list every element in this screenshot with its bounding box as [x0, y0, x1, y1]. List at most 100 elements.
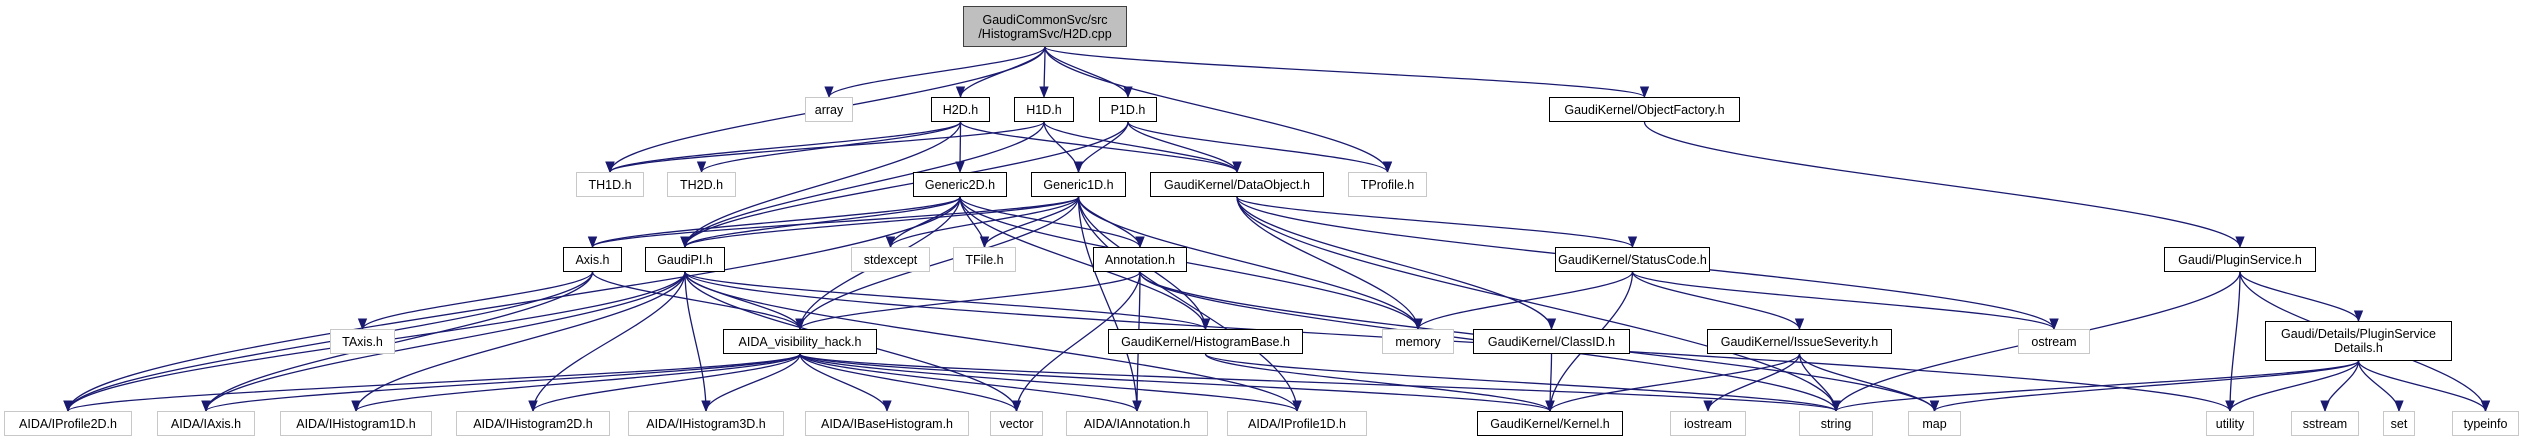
edge-generic2d-to-annotation: [959, 196, 1145, 249]
node-utility[interactable]: utility: [2206, 411, 2254, 436]
node-gaudipi[interactable]: GaudiPI.h: [645, 247, 725, 272]
edge-generic1d-to-vishack: [795, 196, 1080, 331]
node-kernel[interactable]: GaudiKernel/Kernel.h: [1477, 411, 1623, 436]
edge-vishack-to-iprofile2d: [63, 353, 801, 413]
edge-generic1d-to-gaudipi: [680, 196, 1080, 249]
edge-generic1d-to-tfile: [979, 196, 1080, 249]
node-axis[interactable]: Axis.h: [563, 247, 622, 272]
edge-generic2d-to-memory: [959, 196, 1423, 331]
edge-objfactory-to-pluginservice: [1643, 121, 2245, 249]
node-iprofile2d[interactable]: AIDA/IProfile2D.h: [4, 411, 132, 436]
edge-h2d-to-th1d: [605, 121, 962, 174]
edge-axis-to-iaxis: [201, 271, 594, 413]
node-label: /HistogramSvc/H2D.cpp: [978, 26, 1112, 41]
edge-statuscode-to-ostream: [1631, 271, 2059, 331]
node-label: Axis.h: [575, 252, 610, 267]
node-tprofile[interactable]: TProfile.h: [1348, 172, 1427, 197]
edge-root-to-tprofile: [1044, 46, 1393, 174]
edge-histobase-to-kernel: [1204, 353, 1555, 413]
node-sstream[interactable]: sstream: [2291, 411, 2359, 436]
node-root[interactable]: GaudiCommonSvc/src/HistogramSvc/H2D.cpp: [963, 6, 1127, 47]
edge-h1d-to-generic1d: [1043, 121, 1084, 174]
node-classid[interactable]: GaudiKernel/ClassID.h: [1473, 329, 1630, 354]
node-set[interactable]: set: [2383, 411, 2415, 436]
node-label: Gaudi/Details/PluginService: [2281, 327, 2436, 341]
node-iostream[interactable]: iostream: [1670, 411, 1746, 436]
edge-vishack-to-vector: [799, 353, 1022, 413]
node-annotation[interactable]: Annotation.h: [1093, 247, 1187, 272]
node-th2d[interactable]: TH2D.h: [667, 172, 736, 197]
node-statuscode[interactable]: GaudiKernel/StatusCode.h: [1555, 247, 1710, 272]
node-ostream[interactable]: ostream: [2018, 329, 2090, 354]
node-label: Details.h: [2334, 341, 2383, 355]
edge-root-to-p1d: [1044, 46, 1133, 99]
node-label: GaudiKernel/ClassID.h: [1487, 334, 1616, 349]
edge-gaudipi-to-ihisto2d: [528, 271, 686, 413]
node-th1d[interactable]: TH1D.h: [576, 172, 644, 197]
node-label: memory: [1395, 334, 1441, 349]
edge-psdetails-to-set: [2357, 360, 2404, 413]
edge-generic2d-to-histobase: [959, 196, 1211, 331]
node-label: sstream: [2302, 416, 2348, 431]
edge-gaudipi-to-utility: [684, 271, 2235, 413]
node-map[interactable]: map: [1908, 411, 1961, 436]
node-ihisto3d[interactable]: AIDA/IHistogram3D.h: [628, 411, 784, 436]
edge-issueseverity-to-kernel: [1545, 353, 1801, 413]
node-iannotation[interactable]: AIDA/IAnnotation.h: [1066, 411, 1208, 436]
node-ibasehisto[interactable]: AIDA/IBaseHistogram.h: [805, 411, 969, 436]
node-h2d[interactable]: H2D.h: [931, 97, 990, 122]
node-tfile[interactable]: TFile.h: [953, 247, 1016, 272]
node-ihisto2d[interactable]: AIDA/IHistogram2D.h: [456, 411, 610, 436]
node-label: AIDA/IAxis.h: [170, 416, 242, 431]
node-generic1d[interactable]: Generic1D.h: [1031, 172, 1126, 197]
node-label: AIDA/IHistogram1D.h: [296, 416, 416, 431]
edge-h1d-to-dataobject: [1043, 121, 1242, 174]
node-generic2d[interactable]: Generic2D.h: [913, 172, 1007, 197]
node-pluginservice[interactable]: Gaudi/PluginService.h: [2164, 247, 2316, 272]
node-label: TFile.h: [965, 252, 1004, 267]
node-stdexcept[interactable]: stdexcept: [851, 247, 930, 272]
node-label: GaudiPI.h: [657, 252, 713, 267]
node-label: set: [2390, 416, 2408, 431]
node-label: AIDA_visibility_hack.h: [738, 334, 862, 349]
node-label: vector: [999, 416, 1034, 431]
edge-root-to-array: [824, 46, 1046, 99]
edge-annotation-to-vishack: [795, 271, 1141, 331]
node-ihisto1d[interactable]: AIDA/IHistogram1D.h: [280, 411, 432, 436]
edge-p1d-to-tprofile: [1127, 121, 1393, 174]
node-taxis[interactable]: TAxis.h: [330, 329, 395, 354]
edge-vishack-to-kernel: [799, 353, 1555, 413]
node-h1d[interactable]: H1D.h: [1014, 97, 1074, 122]
edge-vishack-to-string: [799, 353, 1841, 413]
node-label: AIDA/IProfile2D.h: [19, 416, 117, 431]
node-objfactory[interactable]: GaudiKernel/ObjectFactory.h: [1549, 97, 1740, 122]
node-label: AIDA/IHistogram3D.h: [646, 416, 766, 431]
node-label: Gaudi/PluginService.h: [2178, 252, 2302, 267]
node-label: Generic2D.h: [924, 177, 996, 192]
node-iaxis[interactable]: AIDA/IAxis.h: [157, 411, 255, 436]
node-iprofile1d[interactable]: AIDA/IProfile1D.h: [1227, 411, 1367, 436]
node-dataobject[interactable]: GaudiKernel/DataObject.h: [1150, 172, 1324, 197]
node-memory[interactable]: memory: [1382, 329, 1454, 354]
node-label: H1D.h: [1026, 102, 1062, 117]
node-histobase[interactable]: GaudiKernel/HistogramBase.h: [1108, 329, 1303, 354]
node-label: GaudiKernel/HistogramBase.h: [1121, 334, 1290, 349]
node-label: GaudiKernel/IssueSeverity.h: [1720, 334, 1879, 349]
node-array[interactable]: array: [805, 97, 853, 122]
node-label: TH1D.h: [588, 177, 632, 192]
node-label: TAxis.h: [342, 334, 383, 349]
node-vishack[interactable]: AIDA_visibility_hack.h: [723, 329, 877, 354]
node-string[interactable]: string: [1799, 411, 1873, 436]
node-vector[interactable]: vector: [990, 411, 1043, 436]
edge-vishack-to-ihisto2d: [528, 353, 801, 413]
node-issueseverity[interactable]: GaudiKernel/IssueSeverity.h: [1707, 329, 1892, 354]
edge-dataobject-to-memory: [1236, 196, 1423, 331]
node-label: ostream: [2031, 334, 2077, 349]
edge-dataobject-to-string: [1236, 196, 1841, 413]
node-label: utility: [2215, 416, 2245, 431]
edge-h2d-to-dataobject: [959, 121, 1242, 174]
node-p1d[interactable]: P1D.h: [1099, 97, 1157, 122]
edge-generic1d-to-stdexcept: [885, 196, 1080, 249]
node-typeinfo[interactable]: typeinfo: [2452, 411, 2519, 436]
